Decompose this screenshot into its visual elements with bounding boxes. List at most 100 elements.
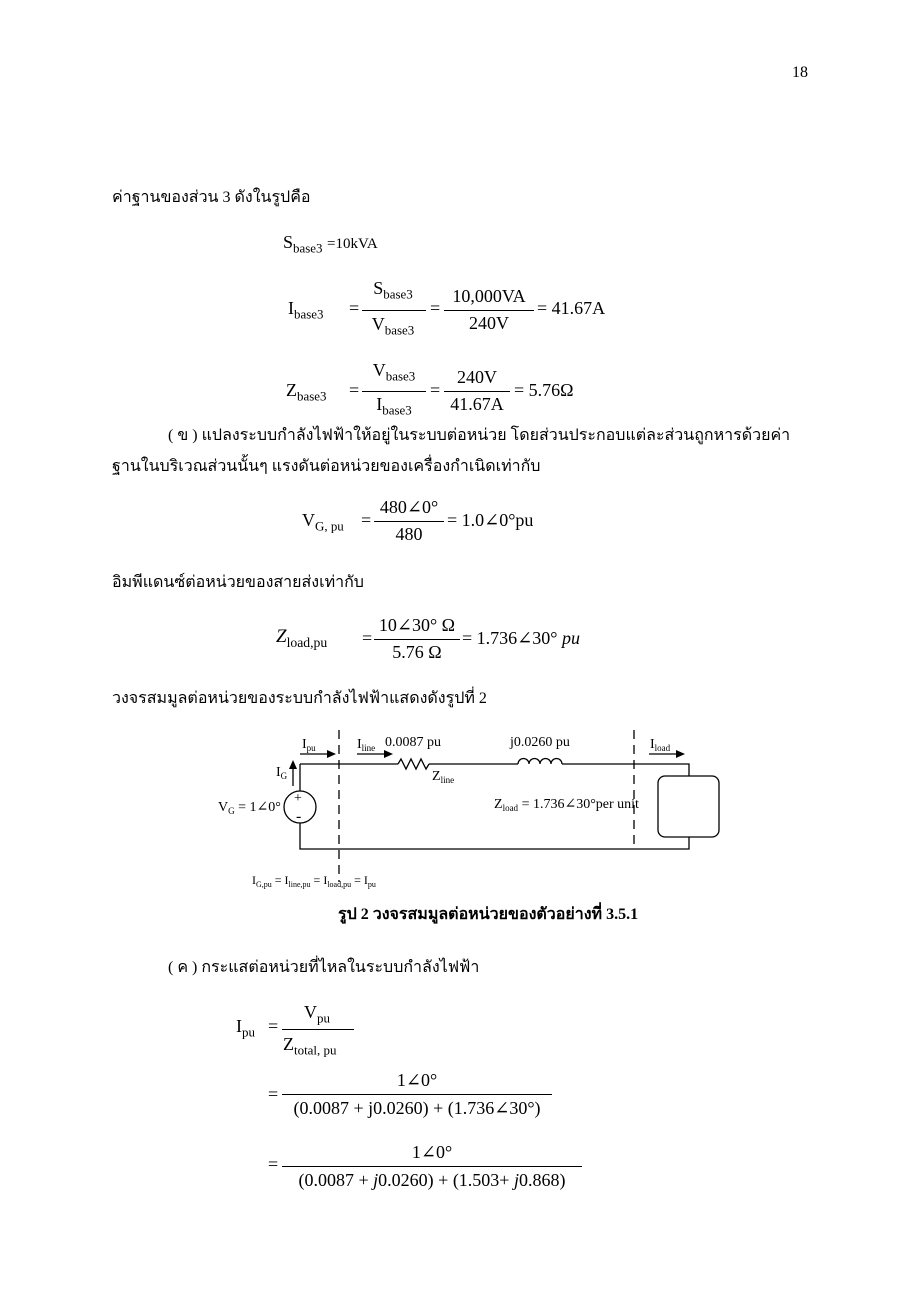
frac-den-2: 41.67A	[450, 394, 504, 414]
frac-bar-2	[444, 391, 510, 392]
intro-text: ค่าฐานของส่วน 3 ดังในรูปคือ	[112, 189, 311, 206]
num-sub: base3	[385, 368, 416, 384]
den-var: V	[371, 314, 385, 334]
eq-lhs-var: V	[302, 510, 315, 530]
den-var: I	[376, 394, 383, 414]
den-var: Z	[283, 1034, 294, 1054]
source-minus: -	[296, 808, 301, 825]
label-currents-equal: IG,pu = Iline,pu = Iload,pu = Ipu	[252, 873, 376, 889]
eq-lhs-sub: base3	[294, 306, 324, 322]
label-ig: IG	[276, 765, 288, 781]
frac-num: Vpu	[280, 1002, 354, 1027]
frac-den: 480	[395, 524, 423, 544]
frac-num: 480∠0°	[379, 497, 439, 517]
step1-num: 1∠0°	[396, 1070, 438, 1090]
label-x-value: j0.0260 pu	[509, 735, 570, 750]
frac-num: 10∠30° Ω	[378, 615, 456, 635]
page-number: 18	[792, 64, 808, 81]
num-var: S	[373, 278, 384, 298]
para-b-line2: ฐานในบริเวณส่วนนั้นๆ แรงดันต่อหน่วยของเค…	[112, 458, 541, 475]
label-iline: Iline	[357, 737, 375, 753]
label-zload: Zload = 1.736∠30°per unit	[494, 797, 639, 813]
num-sub: base3	[383, 286, 413, 302]
eq-result: = 5.76Ω	[514, 380, 574, 400]
den-part-c: 0.868)	[518, 1170, 566, 1190]
den-j1: j	[373, 1170, 379, 1190]
frac-den-2: 240V	[469, 313, 509, 333]
inductor	[517, 757, 563, 765]
frac-bar-2	[444, 310, 534, 311]
frac-den: 5.76 Ω	[392, 642, 442, 662]
label-ipu: Ipu	[302, 737, 316, 753]
step2-bar	[282, 1166, 582, 1167]
frac-bar	[282, 1029, 354, 1030]
eq-lhs-sub: base3	[297, 388, 327, 404]
step1-bar	[282, 1094, 552, 1095]
eq-result: = 1.0∠0°pu	[447, 510, 534, 530]
eq-lhs-sub: base3	[293, 240, 323, 256]
den-part-b: 0.0260) + (1.503+	[378, 1170, 514, 1190]
circuit-intro: วงจรสมมูลต่อหน่วยของระบบกำลังไฟฟ้าแสดงดั…	[112, 690, 487, 707]
figure-caption: รูป 2 วงจรสมมูลต่อหน่วยของตัวอย่างที่ 3.…	[338, 906, 639, 923]
step2-equals: =	[268, 1154, 279, 1174]
label-r-value: 0.0087 pu	[385, 735, 441, 750]
eq-lhs-sub: G, pu	[315, 518, 344, 534]
frac-bar	[374, 639, 460, 640]
source-plus: +	[294, 791, 302, 806]
wire-top-right	[562, 763, 690, 776]
step2-den: (0.0087 + j0.0260) + (1.503+ j0.868)	[282, 1170, 582, 1191]
frac-num: Sbase3	[360, 278, 426, 303]
frac-num: Vbase3	[362, 360, 426, 385]
step2-num: 1∠0°	[411, 1142, 453, 1162]
eq-result: = 41.67A	[537, 298, 606, 318]
eq-equals: =	[361, 510, 372, 530]
impedance-text: อิมพีแดนซ์ต่อหน่วยของสายส่งเท่ากับ	[112, 574, 364, 591]
eq-lhs-var: Z	[286, 380, 297, 400]
frac-den: Ibase3	[362, 394, 426, 419]
eq-lhs: Zbase3	[286, 380, 327, 405]
frac-bar	[362, 310, 426, 311]
eq-equals-2: =	[430, 298, 441, 318]
eq-lhs: VG, pu	[302, 510, 344, 535]
eq-rhs: =10kVA	[327, 236, 378, 252]
arrow-ig-head	[289, 760, 297, 769]
frac-num-2: 10,000VA	[452, 286, 526, 306]
label-zline: Zline	[432, 769, 454, 785]
circuit-diagram: Ipu Iline 0.0087 pu j0.0260 pu Iload Zli…	[218, 730, 720, 889]
eq-lhs: Ibase3	[288, 298, 324, 323]
den-j2: j	[513, 1170, 519, 1190]
eq-lhs: S	[283, 232, 294, 252]
frac-bar	[374, 521, 444, 522]
para-b-line1: ( ข ) แปลงระบบกำลังไฟฟ้าให้อยู่ในระบบต่อ…	[168, 427, 791, 444]
eq-equals: =	[349, 380, 360, 400]
arrow-iline-head	[384, 750, 393, 758]
eq-lhs-var: I	[288, 298, 294, 318]
den-sub: base3	[382, 402, 412, 418]
resistor	[397, 757, 430, 771]
eq-lhs-sub: load,pu	[286, 634, 328, 650]
eq-s-base3: Sbase3 =10kVA	[283, 232, 378, 257]
para-c: ( ค ) กระแสต่อหน่วยที่ไหลในระบบกำลังไฟฟ้…	[168, 959, 480, 976]
den-sub: base3	[384, 322, 415, 338]
arrow-iload-head	[676, 750, 685, 758]
eq-lhs: Zload,pu	[276, 626, 327, 651]
eq-lhs: Ipu	[236, 1016, 255, 1041]
frac-den: Vbase3	[360, 314, 426, 339]
den-sub: total, pu	[294, 1042, 337, 1058]
frac-bar	[362, 391, 426, 392]
num-sub: pu	[317, 1010, 330, 1026]
eq-lhs-var: I	[236, 1016, 242, 1036]
voltage-source	[283, 790, 317, 824]
den-part-a: (0.0087 +	[298, 1170, 374, 1190]
label-vg: VG = 1∠0°	[218, 800, 281, 816]
num-var: V	[372, 360, 386, 380]
frac-den: Ztotal, pu	[283, 1034, 336, 1059]
eq-equals: =	[268, 1016, 279, 1036]
eq-result: = 1.736∠30° pu	[462, 628, 580, 649]
wire-bottom	[299, 823, 690, 850]
num-var: V	[304, 1002, 318, 1022]
load-box	[657, 775, 720, 838]
step1-den: (0.0087 + j0.0260) + (1.736∠30°)	[293, 1098, 541, 1118]
eq-lhs-var: Z	[276, 626, 287, 647]
eq-equals: =	[362, 628, 373, 648]
